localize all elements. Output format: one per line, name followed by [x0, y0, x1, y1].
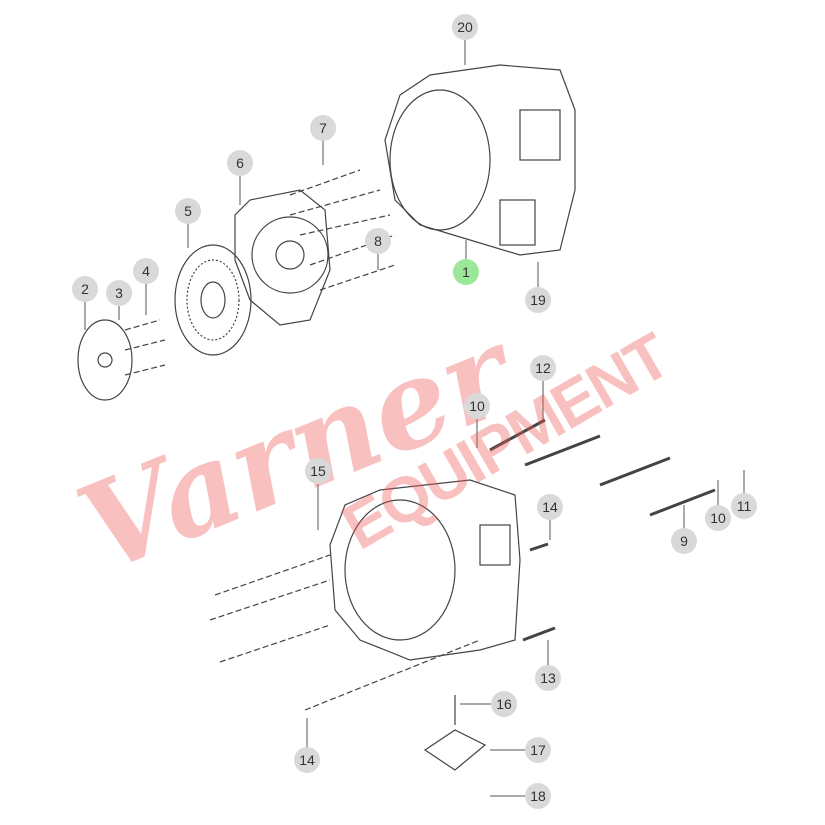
- callout-1-highlighted[interactable]: 1: [453, 259, 479, 285]
- callout-10[interactable]: 10: [464, 393, 490, 419]
- callout-17[interactable]: 17: [525, 737, 551, 763]
- cover-plate: [423, 695, 487, 771]
- clutch-disc: [174, 244, 252, 356]
- callout-9[interactable]: 9: [671, 528, 697, 554]
- fasteners-left: [209, 554, 481, 711]
- callout-12[interactable]: 12: [530, 355, 556, 381]
- callout-20[interactable]: 20: [452, 14, 478, 40]
- callout-19[interactable]: 19: [525, 287, 551, 313]
- callout-18[interactable]: 18: [525, 783, 551, 809]
- callout-14-lower[interactable]: 14: [294, 747, 320, 773]
- clutch-housing-top: [384, 64, 576, 256]
- callout-2[interactable]: 2: [72, 276, 98, 302]
- transmission-housing-bottom: [329, 479, 521, 661]
- leader-lines: [84, 40, 745, 797]
- pressure-plate: [234, 189, 331, 326]
- callout-3[interactable]: 3: [106, 280, 132, 306]
- callout-6[interactable]: 6: [227, 150, 253, 176]
- callout-16[interactable]: 16: [491, 691, 517, 717]
- bolts: [124, 169, 396, 376]
- callout-13[interactable]: 13: [535, 665, 561, 691]
- callout-7[interactable]: 7: [310, 115, 336, 141]
- callout-10-right[interactable]: 10: [705, 505, 731, 531]
- callout-4[interactable]: 4: [133, 258, 159, 284]
- callout-8[interactable]: 8: [365, 228, 391, 254]
- callout-11[interactable]: 11: [731, 493, 757, 519]
- callout-15[interactable]: 15: [305, 458, 331, 484]
- callout-14[interactable]: 14: [537, 494, 563, 520]
- flywheel-hub: [77, 319, 133, 401]
- rods: [489, 418, 716, 642]
- callout-5[interactable]: 5: [175, 198, 201, 224]
